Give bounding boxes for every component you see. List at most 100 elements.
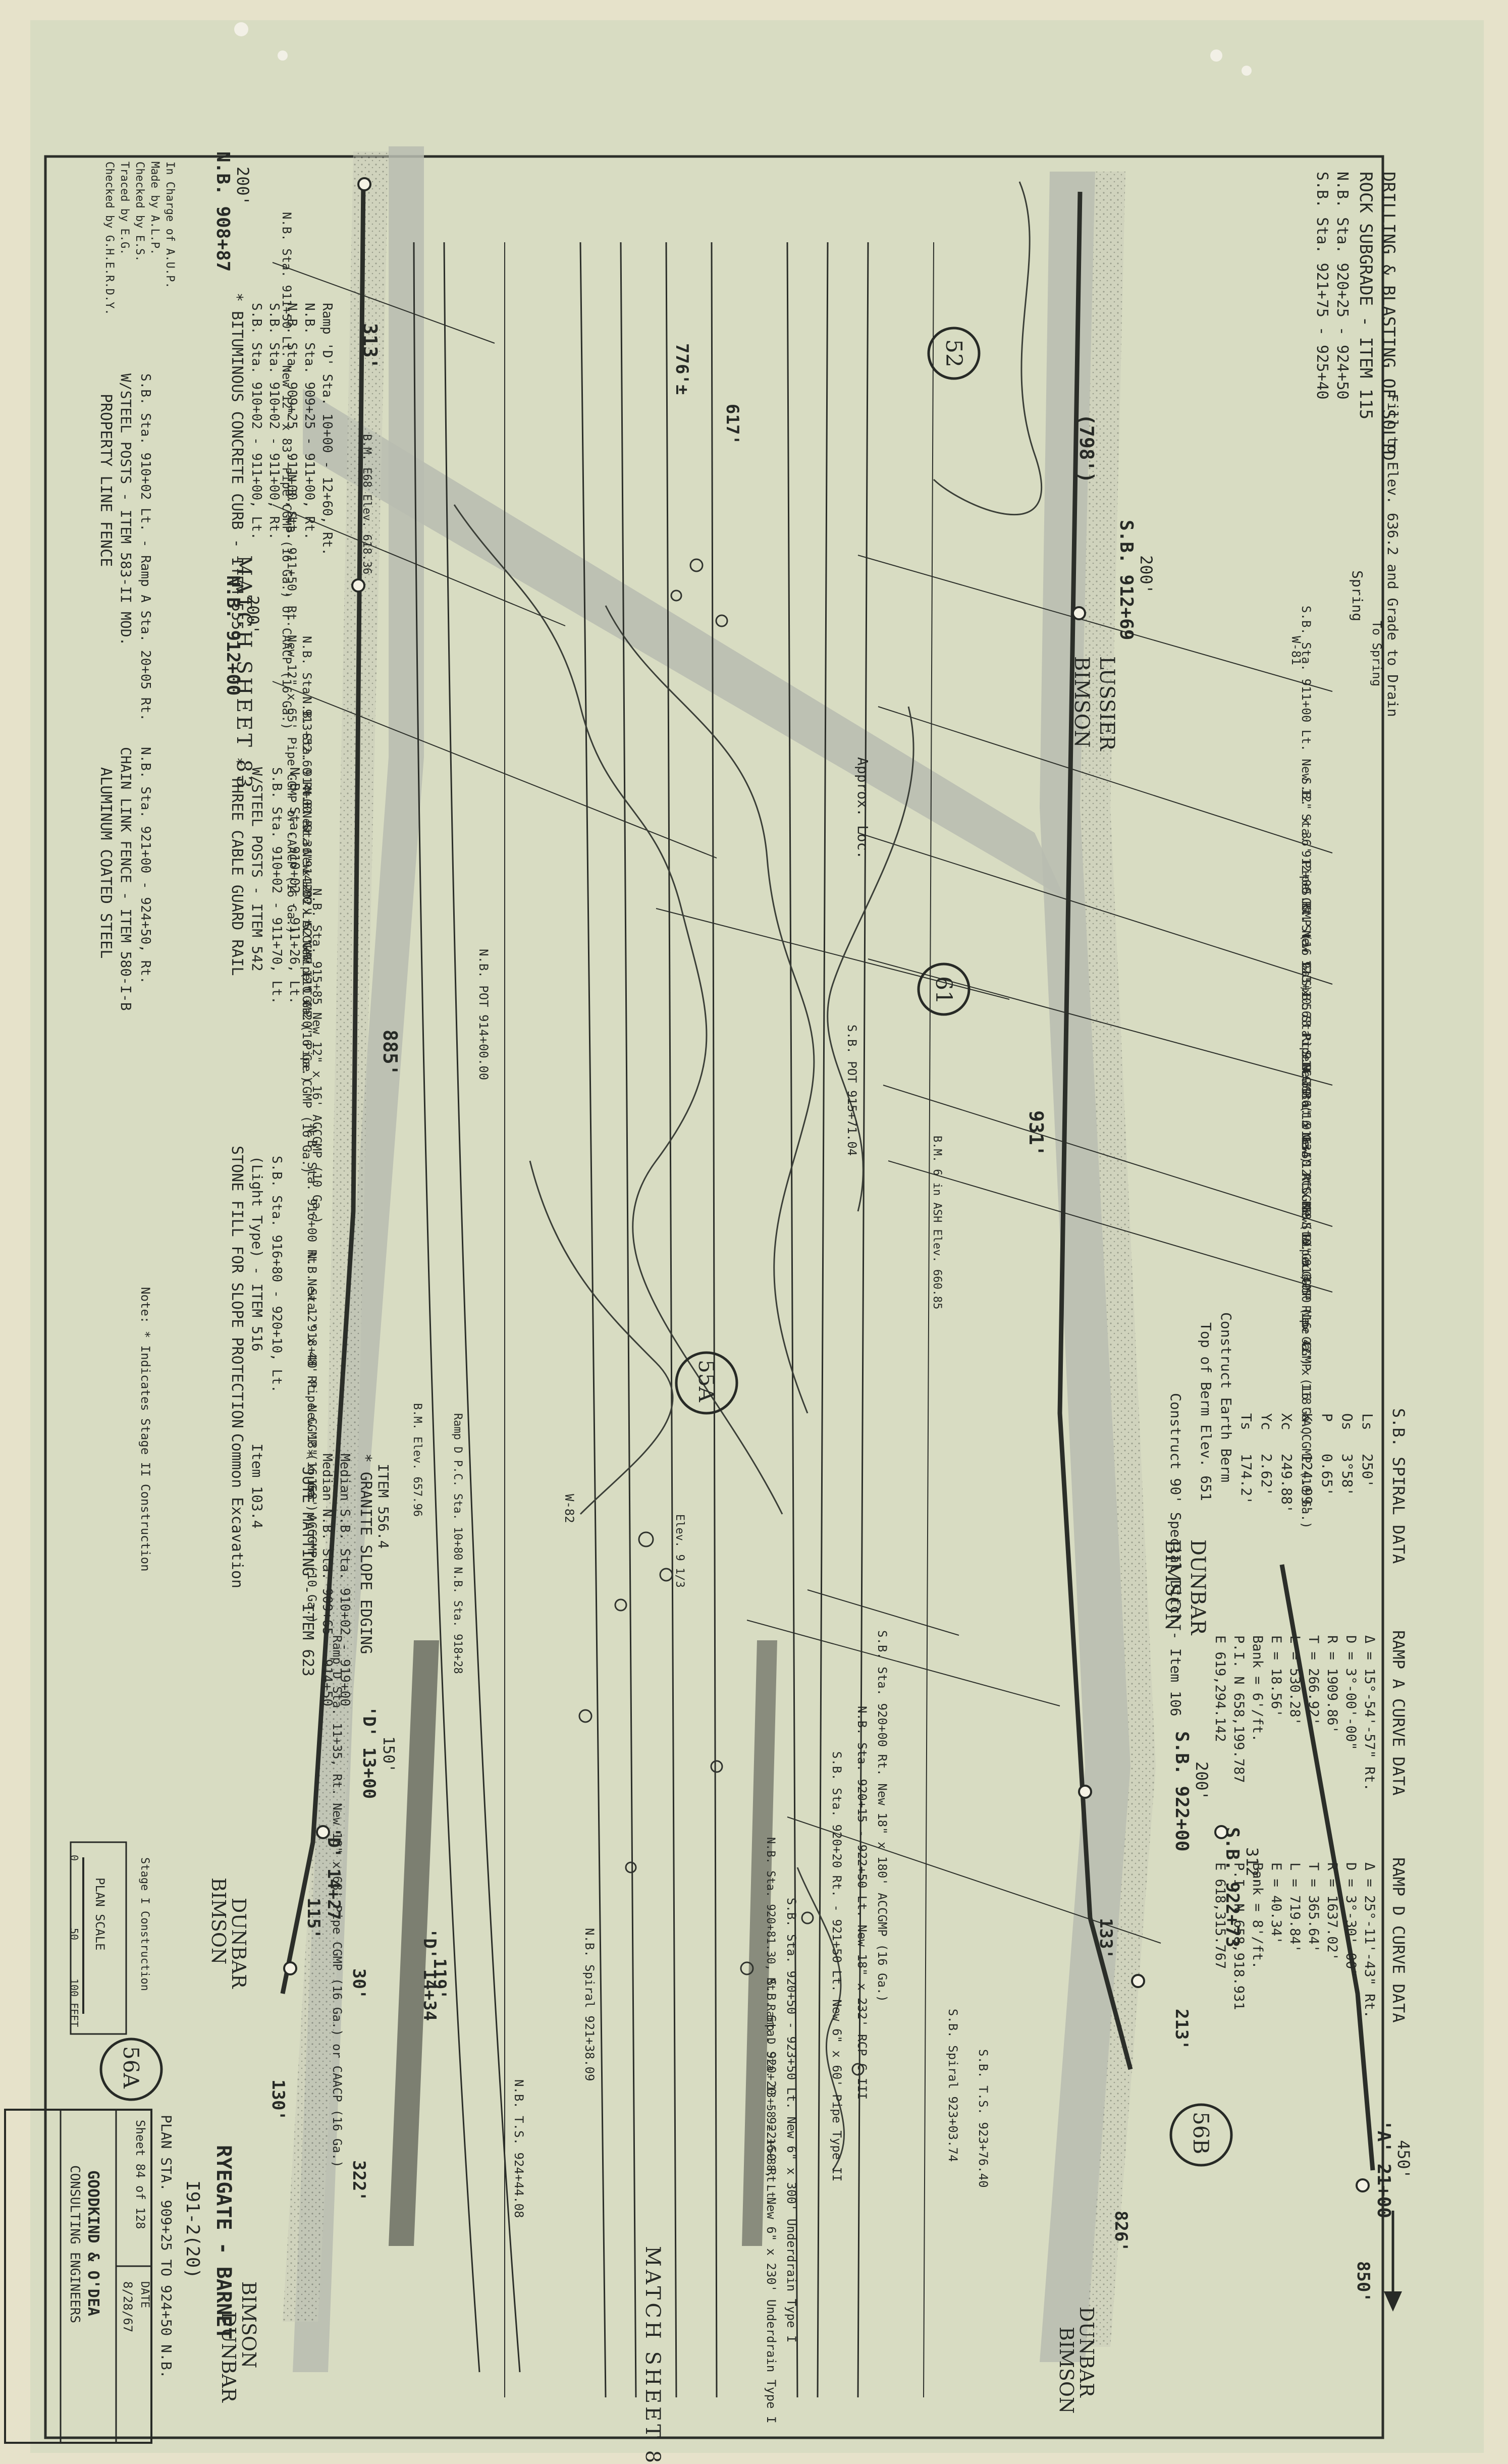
owner-dunbar: DUNBAR bbox=[1075, 2307, 1098, 2398]
parcel-circle bbox=[927, 327, 981, 380]
row-band-right bbox=[1040, 172, 1130, 2362]
owner-bimson: BIMSON bbox=[238, 2281, 260, 2368]
curve-a-line: Bank = 6'/ft. bbox=[1250, 1635, 1265, 1742]
drilling-note: DRILLING & BLASTING OF SOLID ROCK SUBGRA… bbox=[1313, 172, 1398, 461]
parcel-circle bbox=[99, 2038, 163, 2101]
ditch-note: Construct 90' Special Ditch - Item 106 bbox=[1167, 1393, 1184, 1717]
spiral-value: 3°58' bbox=[1339, 1454, 1356, 1496]
pipe-callout: N.B. Sta. 920+15 - 922+50 Lt. New 18" x … bbox=[855, 1706, 869, 2100]
spiral-label: Os bbox=[1339, 1413, 1356, 1430]
owner-bimson: BIMSON bbox=[207, 1878, 230, 1964]
earth-berm-note: Construct Earth Berm bbox=[1218, 1312, 1234, 1482]
width-label: 200' bbox=[1192, 1761, 1211, 1800]
spiral-label: Ts bbox=[1238, 1413, 1255, 1430]
fill-note: Fill to Elev. 636.2 and Grade to Drain bbox=[1384, 394, 1401, 717]
title-block: RYEGATE - BARNET I91-2(20) PLAN STA. 909… bbox=[4, 2109, 235, 2444]
distance-label: 133' bbox=[1096, 1918, 1116, 1959]
engineer-name: GOODKIND & O'DEA bbox=[84, 2170, 102, 2316]
legend-line: S.B. Sta. 910+02 - 911+00, Lt. bbox=[249, 303, 264, 540]
sb-spiral-label: S.B. Spiral 923+03.74 bbox=[946, 2009, 960, 2162]
owner-bimson: BIMSON bbox=[1161, 1539, 1184, 1631]
station-d-13: 'D' 13+00 bbox=[359, 1706, 379, 1799]
legend-line: * BITUMINOUS CONCRETE CURB - ITEM 555 bbox=[228, 293, 246, 630]
credit-line: Checked by E.S. bbox=[133, 162, 146, 262]
legend-line: * JUTE MATTING - ITEM 623 bbox=[299, 1449, 316, 1677]
berm-elev-note: Top of Berm Elev. 651 bbox=[1198, 1322, 1214, 1501]
parcel-56b: 56B bbox=[1189, 2112, 1213, 2154]
row-band-diag bbox=[303, 389, 1065, 898]
legend-line: * THREE CABLE GUARD RAIL bbox=[228, 757, 246, 976]
property-line-left bbox=[280, 181, 366, 1994]
legend-line: S.B. Sta. 910+02 - 911+70, Lt. bbox=[269, 767, 284, 1004]
width-label: 200' bbox=[233, 167, 252, 205]
owner-dunbar: DUNBAR bbox=[228, 1898, 250, 1989]
approx-location-label: Approx. Loc. bbox=[854, 757, 871, 859]
nb-pot-label: N.B. POT 914+00.00 bbox=[476, 949, 491, 1080]
pipe-callout: Ramp D Sta. 11+35, Rt. New 18" x 68' Pip… bbox=[330, 1635, 344, 2168]
curve-d-line: D = 3°-30'-00" bbox=[1343, 1862, 1359, 1977]
nb-spiral-label: N.B. Spiral 921+38.09 bbox=[582, 1928, 597, 2081]
legend-line: * GRANITE SLOPE EDGING bbox=[357, 1454, 374, 1654]
curve-a-line: D = 3°-00'-00" bbox=[1343, 1635, 1359, 1750]
distance-label: 30' bbox=[349, 1968, 369, 1999]
ramp-d-title: RAMP D CURVE DATA bbox=[1389, 1857, 1408, 2023]
station-sb-912: S.B. 912+69 bbox=[1116, 520, 1137, 640]
owner-bimson: BIMSON bbox=[1070, 656, 1093, 747]
owner-dunbar: DUNBAR bbox=[218, 2312, 240, 2403]
north-arrow-icon bbox=[1384, 2211, 1402, 2312]
spiral-data-table: S.B. SPIRAL DATA Ls Os P K Xc Yc Ts 250'… bbox=[1238, 1408, 1408, 1564]
distance-label: 313' bbox=[359, 323, 381, 369]
punch-hole bbox=[234, 22, 248, 36]
stipple-left bbox=[283, 151, 389, 2322]
station-ramp-a: 'A' 21+00 bbox=[1373, 2120, 1394, 2218]
pipe-callout: S.B. Sta. 920+20 - 922+50 Rt. New 6" x 2… bbox=[764, 1978, 778, 2423]
distance-label: 115' bbox=[303, 1898, 324, 1939]
scale-label: PLAN SCALE bbox=[93, 1878, 107, 1951]
spiral-value: 0.65' bbox=[1319, 1454, 1335, 1496]
owner-lussier: LUSSIER bbox=[1095, 656, 1118, 752]
spiral-label: Xc bbox=[1278, 1413, 1295, 1430]
width-label: 150' bbox=[380, 1736, 397, 1773]
legend-line: N.B. Sta. 910+02 - 911+26, Lt. bbox=[287, 767, 302, 1004]
distance-label: 850' bbox=[1353, 2261, 1373, 2302]
property-line-ramp bbox=[1279, 1564, 1375, 2171]
pipe-callout: S.B. Sta. 920+00 Rt. New 18" x 180' ACCG… bbox=[875, 1630, 889, 2002]
credits: In Charge of A.U.P. Made by A.L.P. Check… bbox=[103, 162, 176, 315]
legend-line: N.B. Sta. 909+25 - 911+00, Lt. bbox=[284, 303, 299, 540]
benchmark-label: B.M. 6 in ASH Elev. 660.85 bbox=[931, 1136, 943, 1309]
well-label: W-81 bbox=[1289, 636, 1303, 665]
pipe-callout: S.B. Sta. 920+20 Rt. - 921+50 Lt. New 6"… bbox=[830, 1751, 844, 2182]
match-sheet-85: MATCH SHEET 85 bbox=[641, 2246, 664, 2464]
terrain-contours bbox=[453, 181, 1043, 2171]
legend-line: CHAIN LINK FENCE - ITEM 580-I-B bbox=[118, 747, 134, 1011]
legend-line: N.B. Sta. 909+25 - 911+00, Rt. bbox=[302, 303, 317, 540]
pipe-callout: N.B. Sta. 918+40 Rt. New 18" x 168' ACCG… bbox=[305, 1252, 319, 1624]
parcel-circle bbox=[917, 962, 971, 1016]
legend-line: ALUMINUM COATED STEEL bbox=[97, 767, 115, 958]
distance-label: 826' bbox=[1111, 2211, 1131, 2252]
curve-d-line: R = 1637.02' bbox=[1324, 1862, 1340, 1961]
curve-a-line: E 619,294.142 bbox=[1212, 1635, 1228, 1742]
spiral-value: 124.99' bbox=[1299, 1454, 1315, 1513]
distance-label: 119' bbox=[429, 1958, 450, 2000]
engineer-subtitle: CONSULTING ENGINEERS bbox=[67, 2165, 82, 2323]
parcel-circle bbox=[1169, 2103, 1233, 2167]
roadway-lines bbox=[413, 242, 934, 2398]
curve-d-line: L = 719.84' bbox=[1287, 1862, 1303, 1953]
elev-label: Elev. 9 1/3 bbox=[673, 1514, 686, 1588]
pipe-callout: S.B. Sta. 916+50 Rt. New 12" x 40' Pipe … bbox=[1299, 1050, 1313, 1436]
curve-d-line: Δ = 25°-11'-43" Rt. bbox=[1362, 1862, 1377, 2018]
curve-d-line: Bank = 8'/ft. bbox=[1250, 1862, 1265, 1969]
station-d-1427: 'D' 14+27 bbox=[324, 1827, 344, 1920]
ramp-a-curve-table: RAMP A CURVE DATA Δ = 15°-54'-57" Rt. D … bbox=[1212, 1630, 1408, 1796]
legend-line: Median N.B. Sta. 909+65 - 914+50 bbox=[319, 1454, 335, 1706]
distance-label: (798') bbox=[1075, 414, 1098, 483]
curve-a-line: E = 18.56' bbox=[1268, 1635, 1284, 1718]
station-sb-922-73: S.B. 922+73 bbox=[1222, 1827, 1243, 1947]
parcel-56a: 56A bbox=[119, 2046, 143, 2088]
parcel-61: 61 bbox=[931, 976, 956, 1004]
ramp-d-pc-label: Ramp D P.C. Sta. 10+80 N.B. Sta. 918+28 bbox=[451, 1413, 464, 1674]
pipe-callout: S.B. Sta. 916+50 New 42" x 118' ACCGMP (… bbox=[1299, 1186, 1313, 1529]
spiral-value: 250' bbox=[1359, 1454, 1376, 1487]
